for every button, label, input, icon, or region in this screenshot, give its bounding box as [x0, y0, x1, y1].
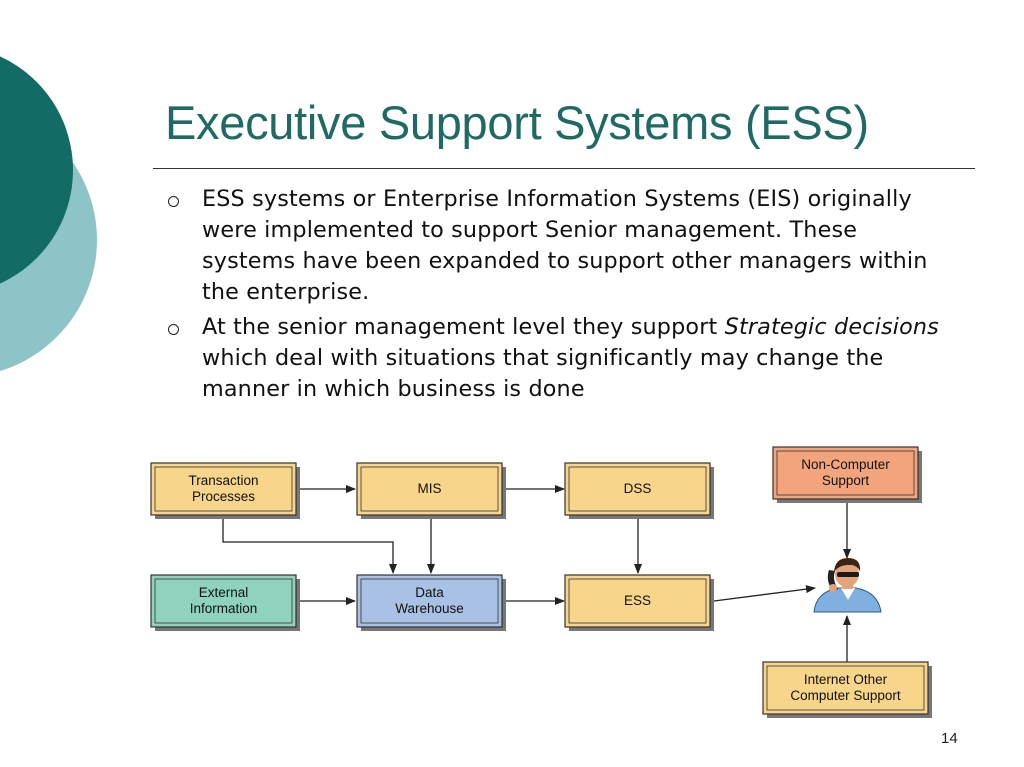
- node-external-information: External Information: [150, 574, 300, 631]
- node-label-line1: Internet Other: [804, 672, 888, 687]
- bullet-list: ESS systems or Enterprise Information Sy…: [165, 184, 955, 409]
- node-box: [356, 574, 503, 628]
- bullet-text-before: At the senior management level they supp…: [202, 314, 725, 340]
- bullet-text: At the senior management level they supp…: [202, 312, 955, 405]
- node-label-line2: Support: [822, 473, 870, 488]
- dark-circle: [0, 56, 73, 284]
- title-underline: [153, 168, 975, 169]
- node-dss: DSS: [564, 462, 714, 519]
- node-box: [762, 661, 929, 715]
- node-label-line1: External: [199, 585, 249, 600]
- node-mis: MIS: [356, 462, 506, 519]
- node-box: [772, 446, 919, 500]
- decorative-circles: [0, 56, 97, 371]
- slide-title: Executive Support Systems (ESS): [165, 96, 869, 149]
- node-ess: ESS: [564, 574, 714, 631]
- node-label-line2: Computer Support: [790, 688, 901, 703]
- connectors: [222, 485, 851, 662]
- node-non-computer-support: Non-Computer Support: [772, 446, 922, 503]
- page-number: 14: [941, 730, 958, 747]
- node-box: [150, 462, 297, 516]
- bullet-item: At the senior management level they supp…: [165, 312, 955, 405]
- node-label-line2: Information: [190, 601, 258, 616]
- node-label-line1: MIS: [417, 481, 441, 496]
- arrow-ess-to-executive: [713, 585, 816, 602]
- bullet-circle-icon: [168, 324, 179, 335]
- bullet-text: ESS systems or Enterprise Information Sy…: [202, 186, 928, 305]
- node-data-warehouse: Data Warehouse: [356, 574, 506, 631]
- node-internet-other-computer-support: Internet Other Computer Support: [762, 661, 932, 718]
- node-label-line1: Transaction: [188, 473, 258, 488]
- node-label-line2: Warehouse: [395, 601, 464, 616]
- executive-on-phone-icon: [813, 558, 882, 613]
- bullet-item: ESS systems or Enterprise Information Sy…: [165, 184, 955, 308]
- node-box: [356, 462, 503, 516]
- node-label-line2: Processes: [192, 489, 255, 504]
- node-label-line1: ESS: [624, 593, 651, 608]
- node-box: [150, 574, 297, 628]
- node-label-line1: Data: [415, 585, 444, 600]
- bullet-text-after: which deal with situations that signific…: [202, 345, 884, 402]
- node-box: [564, 574, 711, 628]
- node-transaction-processes: Transaction Processes: [150, 462, 300, 519]
- node-label-line1: Non-Computer: [801, 457, 890, 472]
- arrow-tp-to-dw: [222, 516, 397, 574]
- bullet-circle-icon: [168, 196, 179, 207]
- node-label-line1: DSS: [624, 481, 652, 496]
- bullet-emphasis: Strategic decisions: [724, 314, 939, 340]
- node-box: [564, 462, 711, 516]
